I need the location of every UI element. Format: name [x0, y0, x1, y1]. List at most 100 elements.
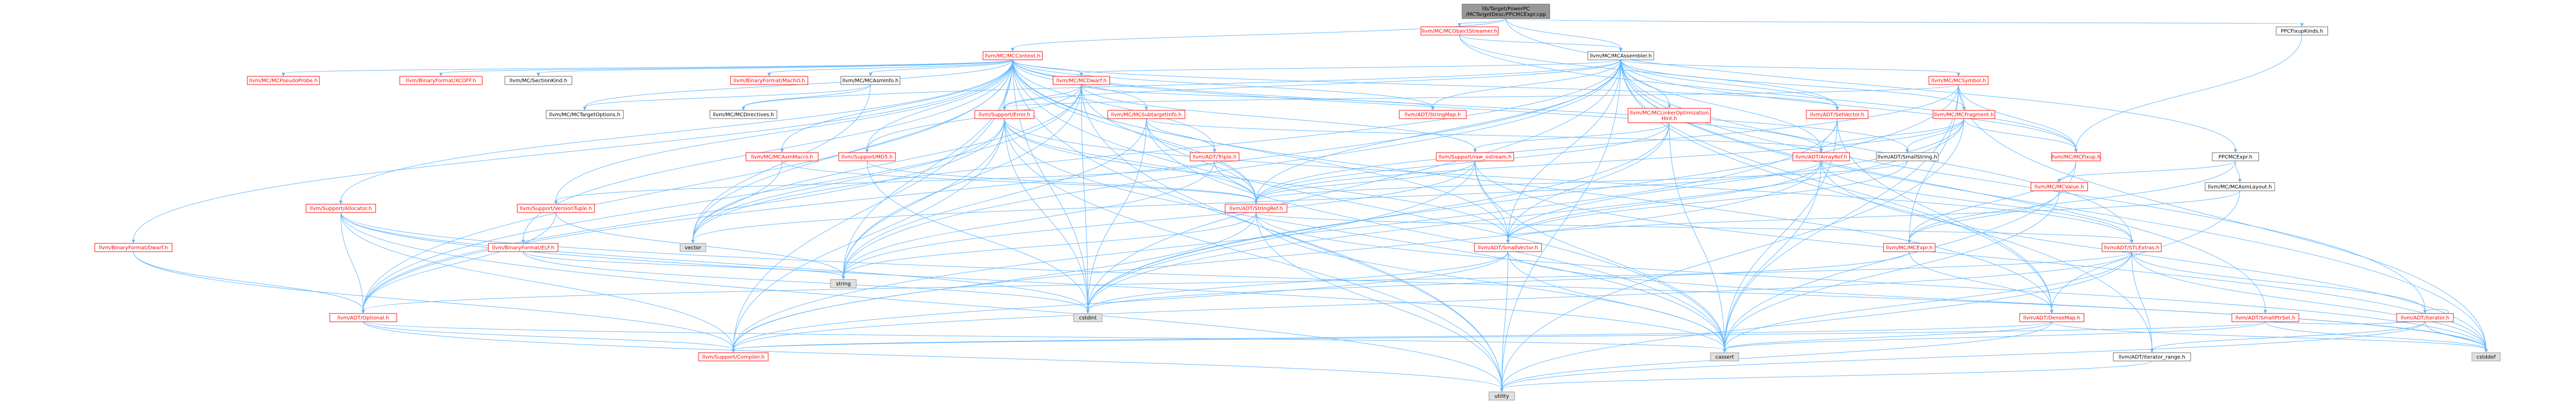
node-setvec[interactable]: llvm/ADT/SetVector.h	[1806, 110, 1869, 119]
edge-iterator-to-utility	[1501, 321, 2426, 389]
node-compiler[interactable]: llvm/Support/Compiler.h	[698, 352, 769, 361]
node-box-triple	[1190, 152, 1240, 161]
edge-mcfrag-to-mcfixup	[1963, 118, 2076, 150]
node-alloc[interactable]: llvm/Support/Allocator.h	[306, 204, 376, 213]
arrowhead-mcctx-to-asminfo	[869, 73, 872, 76]
edge-mcdwarf-to-utility	[1081, 84, 1502, 389]
node-macho[interactable]: llvm/BinaryFormat/MachO.h	[730, 76, 808, 85]
node-mcsym[interactable]: llvm/MC/MCSymbol.h	[1928, 76, 1989, 85]
node-versiontuple[interactable]: llvm/Support/VersionTuple.h	[517, 204, 595, 213]
edge-mcasm-to-mcfrag	[1620, 59, 1964, 108]
node-label-ppcmcexpr: PPCMCExpr.h	[2218, 155, 2252, 160]
edge-mcasm-to-mcfixup	[1620, 59, 2076, 150]
edge-stlextras-to-cstddef	[2131, 251, 2486, 350]
node-xcoff[interactable]: llvm/BinaryFormat/XCOFF.h	[399, 76, 483, 85]
edge-error-to-cstdint	[1004, 118, 1088, 311]
node-box-mcasm	[1587, 51, 1654, 60]
arrowhead-linkeropt-to-rawos	[1473, 149, 1477, 153]
edge-densemap-to-utility	[1501, 321, 2052, 389]
node-smallvec[interactable]: llvm/ADT/SmallVector.h	[1474, 243, 1542, 252]
edge-mcfrag-to-stringref	[1256, 118, 1964, 202]
arrowhead-ppcmcexpr-to-asmlayout	[2238, 179, 2242, 183]
node-box-cassert	[1710, 352, 1739, 361]
arrowhead-asminfo-to-directives	[741, 107, 745, 110]
node-mcobjstream[interactable]: llvm/MC/MCObjectStreamer.h	[1420, 26, 1499, 36]
node-label-linkeropt: llvm/MC/MCLinkerOptimization	[1630, 110, 1709, 116]
edge-mcdwarf-to-cstdint	[1081, 84, 1088, 311]
edge-mcasm-to-smallptrset	[1620, 59, 2266, 311]
edge-mcctx-to-smallstr	[1012, 59, 1908, 150]
edge-smallstr-to-stringref	[1256, 160, 1908, 202]
arrowhead-elf-to-string	[841, 276, 845, 279]
node-pseudo[interactable]: llvm/MC/MCPseudoProbe.h	[247, 76, 320, 85]
node-label-vector: vector	[685, 245, 702, 251]
node-arrayref[interactable]: llvm/ADT/ArrayRef.h	[1792, 152, 1850, 161]
node-stringref[interactable]: llvm/ADT/StringRef.h	[1225, 204, 1287, 213]
arrowhead-asmlayout-to-densemap	[2050, 310, 2054, 314]
node-elf[interactable]: llvm/BinaryFormat/ELF.h	[488, 243, 558, 252]
node-mcexpr[interactable]: llvm/MC/MCExpr.h	[1883, 243, 1936, 252]
edge-elf-to-cstdint	[523, 251, 1088, 311]
edge-optional-to-compiler	[363, 321, 734, 350]
node-box-bfdwarf	[94, 243, 173, 252]
node-mcctx[interactable]: llvm/MC/MCContext.h	[982, 51, 1043, 60]
node-utility: utility	[1488, 391, 1515, 401]
edge-iterator-to-iterrange	[2151, 321, 2426, 350]
node-cstddef: cstddef	[2471, 352, 2501, 361]
arrowhead-mcexpr-to-cstdint	[1086, 310, 1090, 314]
edge-mcasm-to-strmap	[1432, 59, 1621, 108]
node-label-md5: llvm/Support/MD5.h	[841, 155, 893, 160]
edge-mcctx-to-xcoff	[440, 59, 1013, 74]
node-cstdint: cstdint	[1073, 313, 1103, 322]
arrowhead-mcasm-to-setvec	[1835, 107, 1839, 110]
node-box-directives	[709, 110, 777, 119]
node-triple[interactable]: llvm/ADT/Triple.h	[1190, 152, 1240, 161]
node-md5[interactable]: llvm/Support/MD5.h	[838, 152, 896, 161]
dependency-nodes: lib/Target/PowerPC/MCTargetDesc/PPCMCExp…	[94, 4, 2501, 401]
node-label-macho: llvm/BinaryFormat/MachO.h	[734, 78, 805, 84]
node-smallptrset[interactable]: llvm/ADT/SmallPtrSet.h	[2231, 313, 2299, 322]
node-label-iterrange: llvm/ADT/iterator_range.h	[2119, 355, 2185, 360]
edge-alloc-to-compiler	[341, 212, 734, 350]
node-box-rawos	[1436, 152, 1514, 161]
arrowhead-smallptrset-to-compiler	[732, 349, 735, 353]
edge-smallstr-to-smallvec	[1507, 160, 1908, 241]
edge-ppcfixup-to-mcfixup	[2076, 35, 2302, 150]
node-asmmacro[interactable]: llvm/MC/MCAsmMacro.h	[745, 152, 819, 161]
edge-stringref-to-compiler	[733, 212, 1257, 350]
node-mcdwarf[interactable]: llvm/MC/MCDwarf.h	[1053, 76, 1110, 85]
edge-mcfrag-to-utility	[1501, 118, 1964, 389]
edge-mcasm-to-directives	[743, 59, 1621, 108]
node-stlextras[interactable]: llvm/ADT/STLExtras.h	[2102, 243, 2162, 252]
edge-md5-to-stringref	[867, 160, 1257, 202]
node-iterator[interactable]: llvm/ADT/iterator.h	[2396, 313, 2454, 322]
node-rawos[interactable]: llvm/Support/raw_ostream.h	[1436, 152, 1514, 161]
edge-mcctx-to-seckind	[538, 59, 1013, 74]
edge-mcdwarf-to-strmap	[1081, 84, 1433, 108]
node-bfdwarf[interactable]: llvm/BinaryFormat/Dwarf.h	[94, 243, 173, 252]
edge-mcasm-to-setvec	[1620, 59, 1838, 108]
arrowhead-mcdwarf-to-strmap	[1431, 107, 1435, 110]
node-mcfrag[interactable]: llvm/MC/MCFragment.h	[1933, 110, 1995, 119]
edge-mcctx-to-densemap	[1012, 59, 2052, 311]
node-mcvalue[interactable]: llvm/MC/MCValue.h	[2030, 182, 2088, 191]
node-optional[interactable]: llvm/ADT/Optional.h	[329, 313, 397, 322]
edge-root-to-mcasm	[1505, 18, 1621, 49]
edge-mcdwarf-to-optional	[363, 84, 1082, 311]
edge-error-to-vector	[692, 118, 1005, 241]
node-densemap[interactable]: llvm/ADT/DenseMap.h	[2019, 313, 2084, 322]
node-box-string	[830, 279, 857, 288]
node-error[interactable]: llvm/Support/Error.h	[974, 110, 1035, 119]
edge-subtgt-to-cassert	[1146, 118, 1725, 350]
node-subtgt[interactable]: llvm/MC/MCSubtargetInfo.h	[1107, 110, 1185, 119]
edge-mcasm-to-error	[1004, 59, 1621, 108]
arrowhead-asmmacro-to-vector	[691, 240, 695, 243]
edge-mcsym-to-cstdint	[1088, 84, 1959, 311]
node-box-asmlayout	[2205, 182, 2275, 191]
node-mcfixup[interactable]: llvm/MC/MCFixup.h	[2051, 152, 2101, 161]
node-box-seckind	[504, 76, 572, 85]
edge-stringref-to-utility	[1256, 212, 1502, 389]
node-label-alloc: llvm/Support/Allocator.h	[310, 206, 371, 212]
node-strmap[interactable]: llvm/ADT/StringMap.h	[1399, 110, 1467, 119]
